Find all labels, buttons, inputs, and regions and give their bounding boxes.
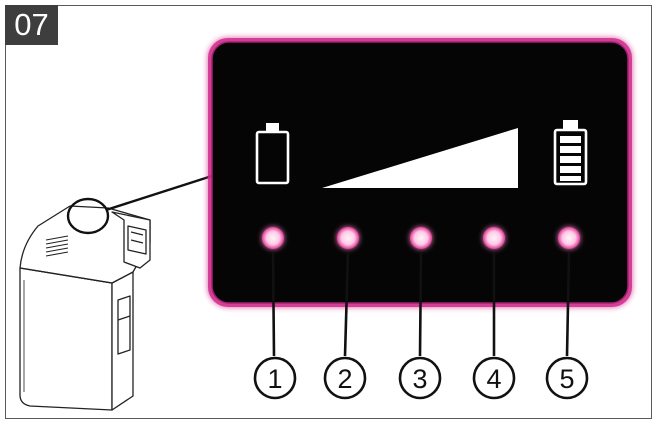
callout-3: 3 [398,356,442,400]
battery-pack [19,205,151,411]
led-4 [483,227,505,249]
led-2 [337,227,359,249]
pack-clip [117,295,131,355]
level-ramp-icon [322,128,518,188]
callout-number: 2 [337,364,352,394]
battery-full-icon [553,120,588,186]
battery-empty-icon [255,123,290,185]
led-5 [558,227,580,249]
pack-front-face [19,267,113,411]
callout-1: 1 [253,356,297,400]
callout-number: 4 [486,364,501,394]
magnifier-circle [66,197,110,235]
callout-5: 5 [545,356,589,400]
callout-number: 5 [559,364,574,394]
step-number-badge: 07 [5,5,58,45]
callout-2: 2 [323,356,367,400]
magnifier-leader [105,173,216,212]
callout-leaders [271,251,571,357]
callout-number: 1 [267,364,282,394]
callout-number: 3 [412,364,427,394]
callout-4: 4 [472,356,516,400]
led-3 [410,227,432,249]
pack-vent [45,235,69,257]
led-row [262,227,580,249]
led-1 [262,227,284,249]
